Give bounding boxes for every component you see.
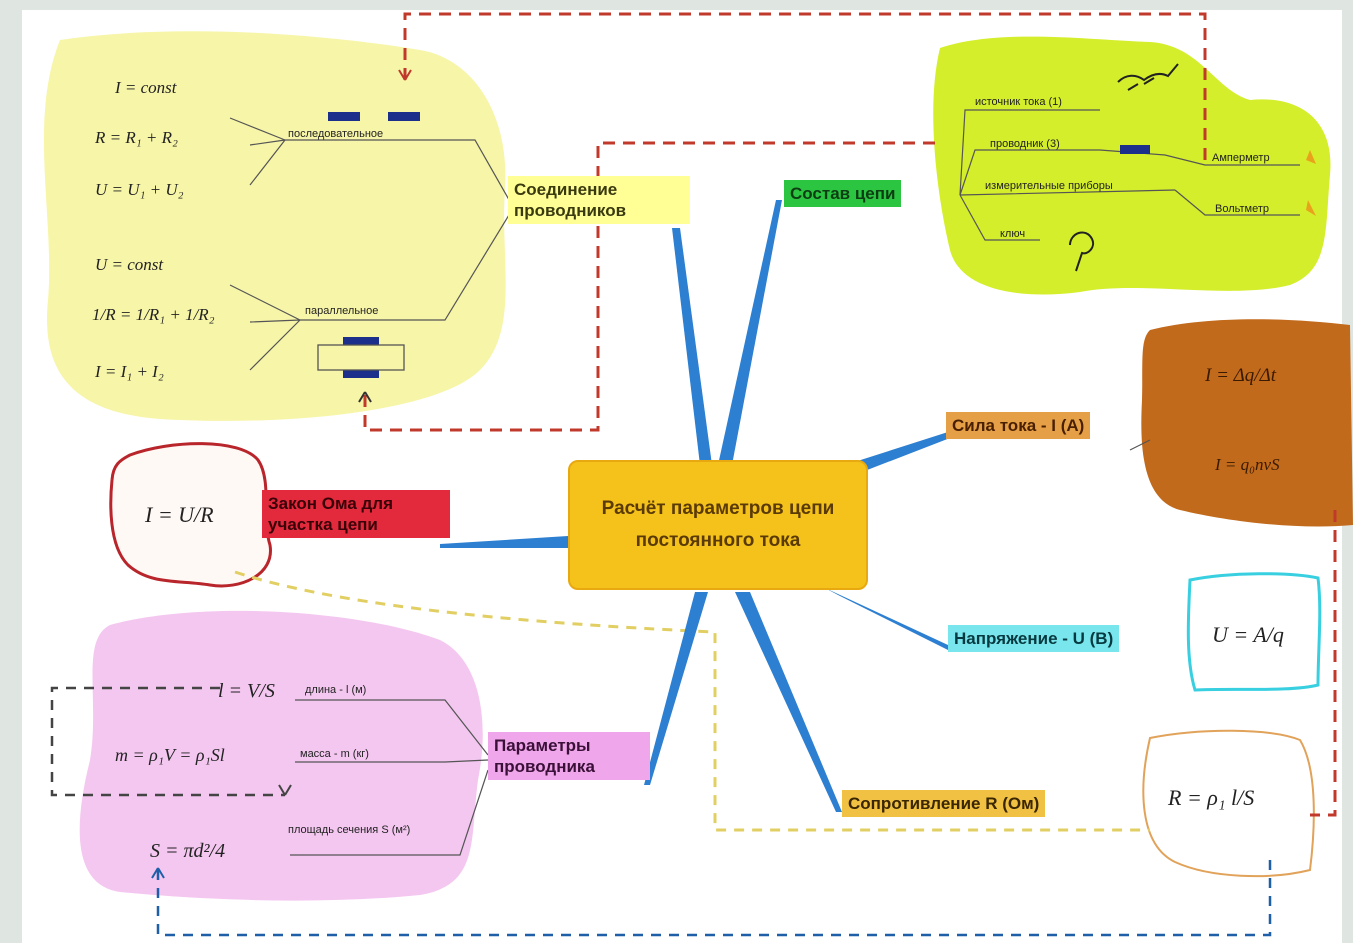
branch-circuit: Состав цепи [784,180,902,207]
series-formula-1: I = const [115,78,177,97]
conductor-bubble [79,610,483,901]
resistance-bubble [1142,729,1315,878]
parallel-formula-1: U = const [95,255,164,274]
battery-icon [1117,63,1179,91]
key-icon [1069,231,1094,272]
ohm-bubble [109,442,272,588]
branch-resistance: Сопротивление R (Ом) [842,790,1046,817]
parallel-formula-2: 1/R = 1/R₁ + 1/R₂ [92,305,215,324]
branch-ohm: Закон Ома для участка цепи [262,490,450,538]
instrument-voltmeter: Вольтметр [1215,203,1270,215]
current-formula-2: I = q₀nvS [1215,455,1280,474]
series-formula-3: U = U₁ + U₂ [95,180,184,199]
branch-current: Сила тока - I (A) [946,412,1091,439]
instrument-ammeter: Амперметр [1212,152,1270,164]
current-formula-1: I = Δq/Δt [1205,365,1277,386]
circuit-item-source: источник тока (1) [975,96,1062,108]
spokes [440,200,950,812]
branch-conductor: Параметры проводника [488,732,650,780]
parallel-formula-3: I = I₁ + I₂ [95,362,164,381]
circuit-item-key: ключ [1000,228,1026,240]
conductor-formula-mass: m = ρ₁V = ρ₁Sl [115,745,225,765]
series-label: последовательное [288,128,384,140]
conductor-label-length: длина - l (м) [305,684,367,696]
conductor-formula-length: l = V/S [218,680,275,702]
circuit-item-instruments: измерительные приборы [985,180,1113,192]
resistor-icons [328,112,1150,378]
ohm-formula: I = U/R [145,502,214,527]
conductor-label-area: площадь сечения S (м²) [288,824,411,836]
branch-connection: Соединение проводников [508,176,690,224]
center-node: Расчёт параметров цепи постоянного тока [568,460,868,590]
conductor-formula-area: S = πd²/4 [150,840,226,862]
branch-voltage: Напряжение - U (B) [948,625,1120,652]
meter-icons [1306,150,1316,216]
center-title: Расчёт параметров цепи постоянного тока [601,498,835,551]
voltage-formula: U = A/q [1212,622,1284,647]
current-bubble [1141,319,1353,527]
circuit-item-conductor: проводник (3) [990,138,1060,150]
series-formula-2: R = R₁ + R₂ [95,128,178,147]
resistance-formula: R = ρ₁ l/S [1168,785,1255,810]
parallel-label: параллельное [305,305,379,317]
voltage-bubble [1186,572,1322,692]
conductor-label-mass: масса - m (кг) [300,748,369,760]
connection-bubble [43,31,506,421]
circuit-bubble [933,36,1331,295]
